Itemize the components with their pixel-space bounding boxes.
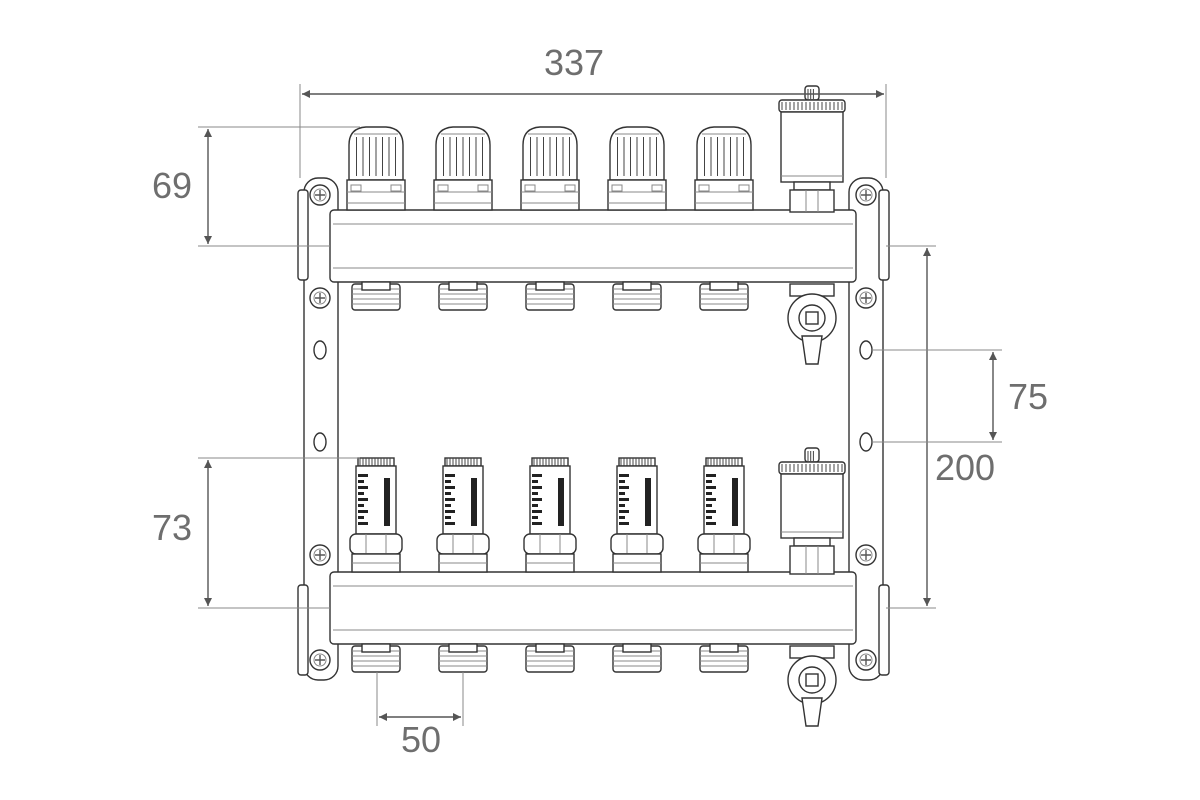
screw-icon xyxy=(309,649,331,671)
drain-valve-icon xyxy=(787,645,837,727)
outlet-fitting-icon xyxy=(612,281,662,311)
screw-icon xyxy=(855,544,877,566)
valve-cap-icon xyxy=(346,126,406,211)
screw-icon xyxy=(309,544,331,566)
dimension-bar-spacing: 200 xyxy=(935,447,995,488)
outlet-fitting-icon xyxy=(525,643,575,673)
air-vent-icon xyxy=(778,85,846,213)
flow-meter-icon xyxy=(610,457,664,573)
dimension-bottom-valve-height: 73 xyxy=(152,507,192,548)
valve-cap-icon xyxy=(433,126,493,211)
dimension-lines xyxy=(198,84,1002,726)
air-vent-icon xyxy=(778,447,846,575)
bottom-manifold-bar xyxy=(329,571,857,645)
flow-meter-icon xyxy=(523,457,577,573)
outlet-fitting-icon xyxy=(438,643,488,673)
bracket-screws xyxy=(309,184,877,671)
top-manifold-bar xyxy=(329,209,857,283)
valve-cap-icon xyxy=(520,126,580,211)
outlet-fitting-icon xyxy=(351,281,401,311)
dimension-top-valve-height: 69 xyxy=(152,165,192,206)
top-outlet-fittings xyxy=(351,281,749,311)
flow-meter-icon xyxy=(349,457,403,573)
valve-cap-icon xyxy=(607,126,667,211)
flow-meter-icon xyxy=(436,457,490,573)
flow-meters xyxy=(349,457,751,573)
outlet-fitting-icon xyxy=(351,643,401,673)
drain-valve-icon xyxy=(787,283,837,365)
screw-icon xyxy=(309,287,331,309)
outlet-fitting-icon xyxy=(525,281,575,311)
outlet-fitting-icon xyxy=(612,643,662,673)
flow-meter-icon xyxy=(697,457,751,573)
outlet-fitting-icon xyxy=(699,643,749,673)
screw-icon xyxy=(855,184,877,206)
screw-icon xyxy=(855,287,877,309)
valve-cap-icon xyxy=(694,126,754,211)
screw-icon xyxy=(855,649,877,671)
air-vent-assemblies xyxy=(778,85,846,727)
top-valve-caps xyxy=(346,126,754,211)
outlet-fitting-icon xyxy=(438,281,488,311)
dimension-overall-width: 337 xyxy=(544,42,604,83)
outlet-fitting-icon xyxy=(699,281,749,311)
dimension-outlet-spacing: 50 xyxy=(401,719,441,760)
dimension-bracket-hole-spacing: 75 xyxy=(1008,376,1048,417)
bottom-outlet-fittings xyxy=(351,643,749,673)
screw-icon xyxy=(309,184,331,206)
